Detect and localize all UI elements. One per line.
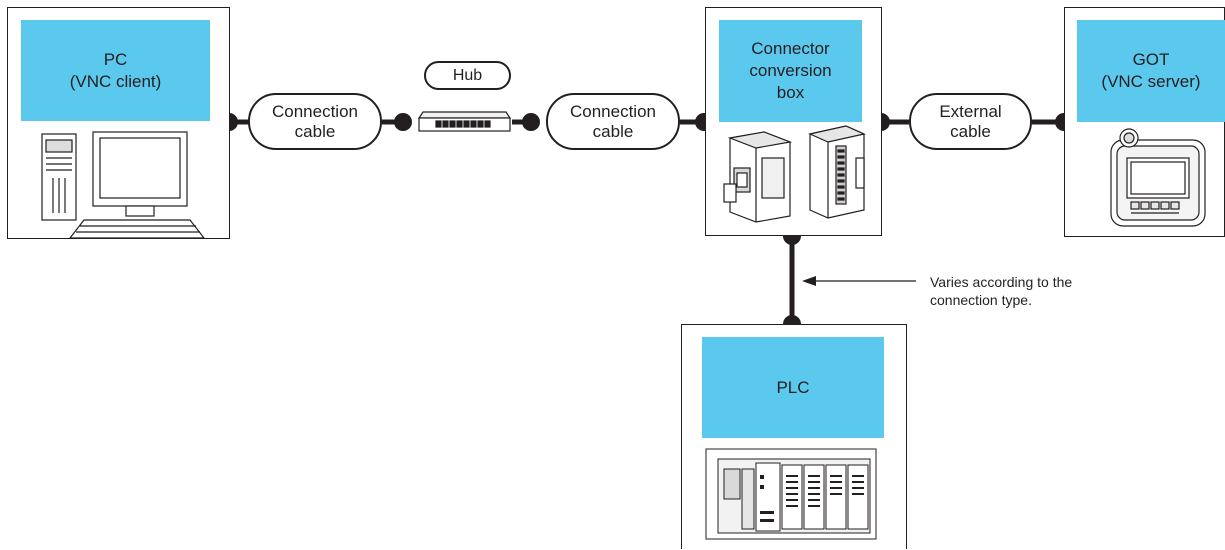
connector-dot: [522, 113, 540, 131]
plc-rack-icon: [705, 448, 877, 540]
plc-label: PLC: [702, 337, 884, 438]
connector-box-label: Connector conversion box: [719, 20, 862, 122]
got-node: GOT (VNC server): [1064, 7, 1225, 237]
plc-node: PLC: [681, 324, 907, 549]
cable-hub-box: Connection cable: [546, 93, 680, 150]
hub-label: Hub: [424, 61, 511, 90]
annotation-text: Varies according to the connection type.: [930, 274, 1073, 308]
pc-label: PC (VNC client): [21, 20, 210, 121]
got-label: GOT (VNC server): [1077, 20, 1225, 122]
connector-box-node: Connector conversion box: [705, 7, 882, 236]
connector-dot: [394, 113, 412, 131]
desktop-computer-icon: [41, 131, 206, 239]
cable-box-got: External cable: [909, 93, 1032, 150]
pc-node: PC (VNC client): [7, 7, 230, 239]
connector-conversion-box-icon: [723, 125, 866, 223]
cable-pc-hub: Connection cable: [248, 93, 382, 150]
handheld-got-icon: [1110, 128, 1206, 227]
